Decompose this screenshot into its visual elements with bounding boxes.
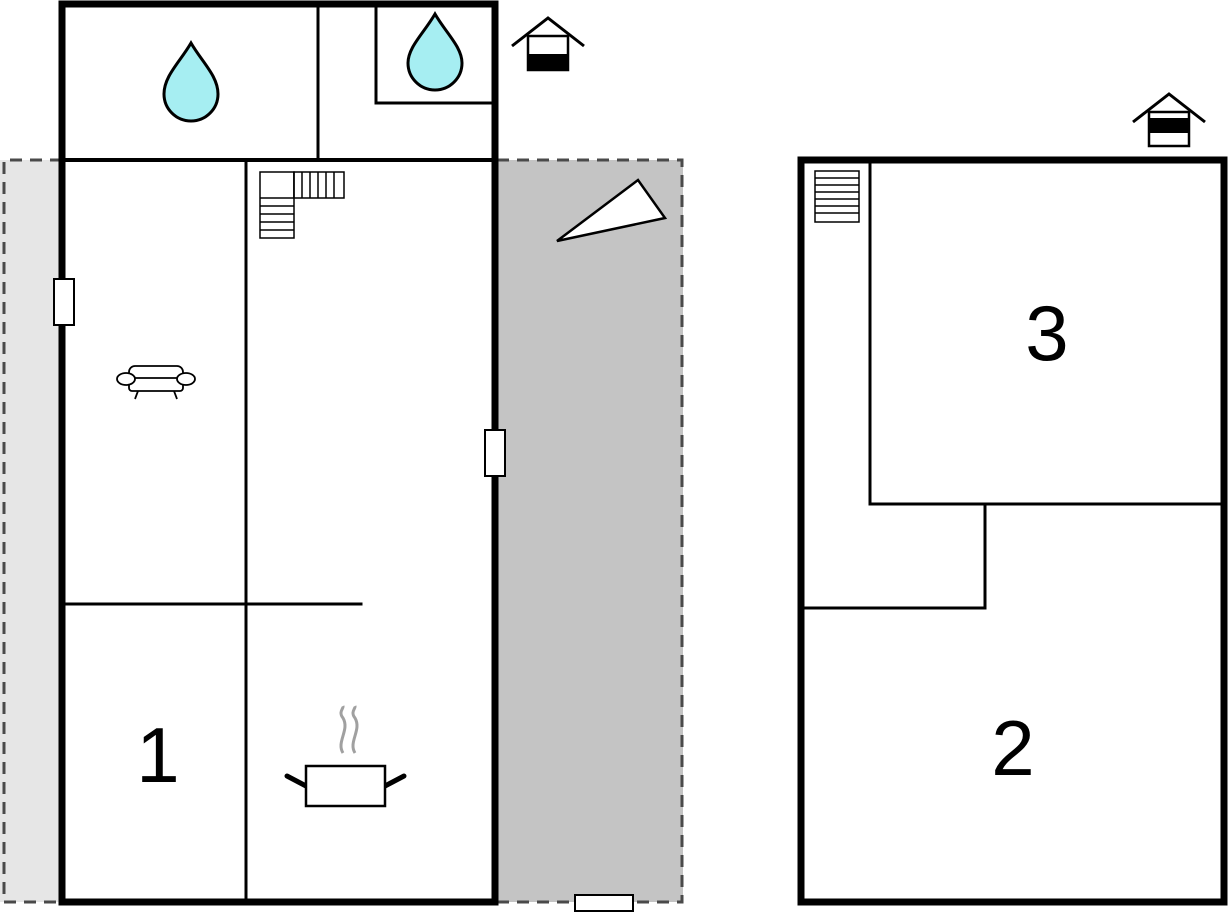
window-bottom [574, 894, 634, 912]
sofa-icon [116, 365, 196, 400]
cooking-pot-icon [284, 705, 407, 808]
water-drop-icon [162, 40, 220, 123]
house-icon [511, 16, 585, 72]
upper-floor-walls [797, 156, 1228, 906]
stairs-icon [259, 171, 345, 239]
house-icon [1132, 92, 1206, 148]
ground-floor-walls [58, 0, 499, 906]
terrace-right [497, 158, 684, 904]
stairs-icon [814, 170, 860, 223]
room-number: 2 [991, 704, 1034, 792]
terrace-triangle-icon [556, 178, 668, 243]
water-drop-icon [406, 11, 464, 92]
window-right [484, 429, 506, 477]
room-number: 1 [136, 711, 179, 799]
window-left [53, 278, 75, 326]
room-number: 3 [1025, 289, 1068, 377]
terrace-left [0, 158, 62, 904]
